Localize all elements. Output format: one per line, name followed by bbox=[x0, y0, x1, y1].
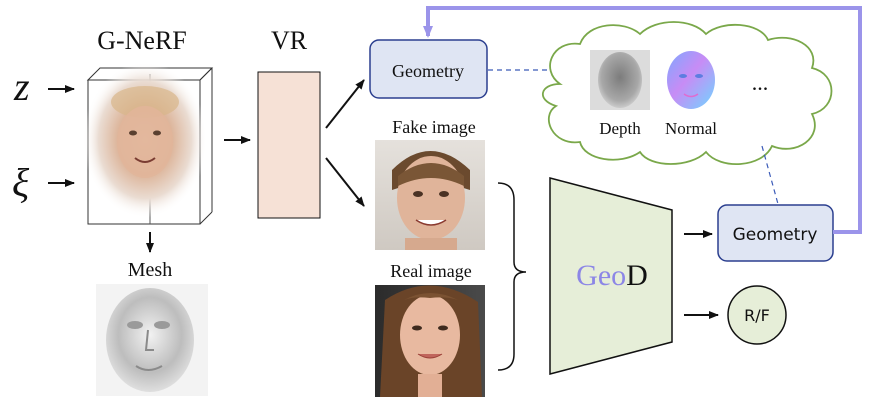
arrow-vr-to-fake-image bbox=[325, 157, 365, 207]
geometry-right-label: Geometry bbox=[733, 225, 818, 245]
normal-label: Normal bbox=[665, 119, 717, 138]
vr-block bbox=[257, 71, 321, 219]
fake-image-photo bbox=[375, 140, 485, 250]
input-brace bbox=[497, 182, 527, 371]
geod-prefix: Geo bbox=[576, 259, 626, 292]
more-ellipsis: ... bbox=[752, 70, 769, 95]
geod-label: GeoD bbox=[576, 259, 648, 292]
real-image-photo bbox=[375, 285, 485, 397]
vr-title: VR bbox=[271, 26, 308, 55]
mesh-render bbox=[96, 284, 208, 396]
geod-suffix: D bbox=[626, 259, 648, 292]
feedback-loop-arrow bbox=[423, 6, 862, 234]
gnerf-volume bbox=[83, 62, 214, 225]
dashed-link-cloud-to-geometry bbox=[761, 145, 779, 205]
geod-discriminator bbox=[549, 177, 673, 375]
real-image-label: Real image bbox=[390, 261, 471, 281]
input-z-label: z bbox=[13, 64, 30, 109]
mesh-label: Mesh bbox=[128, 259, 172, 281]
geometry-top-label: Geometry bbox=[392, 61, 464, 81]
fake-image-label: Fake image bbox=[392, 117, 475, 137]
depth-map-image bbox=[590, 50, 650, 110]
depth-label: Depth bbox=[599, 119, 641, 138]
gnerf-title: G-NeRF bbox=[97, 26, 187, 55]
rf-label: R/F bbox=[744, 306, 770, 325]
rf-output bbox=[727, 285, 787, 345]
normal-map-image bbox=[661, 50, 721, 110]
arrow-vr-to-geometry bbox=[325, 79, 365, 129]
geometry-top-box bbox=[369, 39, 488, 99]
input-xi-label: ξ bbox=[12, 160, 30, 205]
